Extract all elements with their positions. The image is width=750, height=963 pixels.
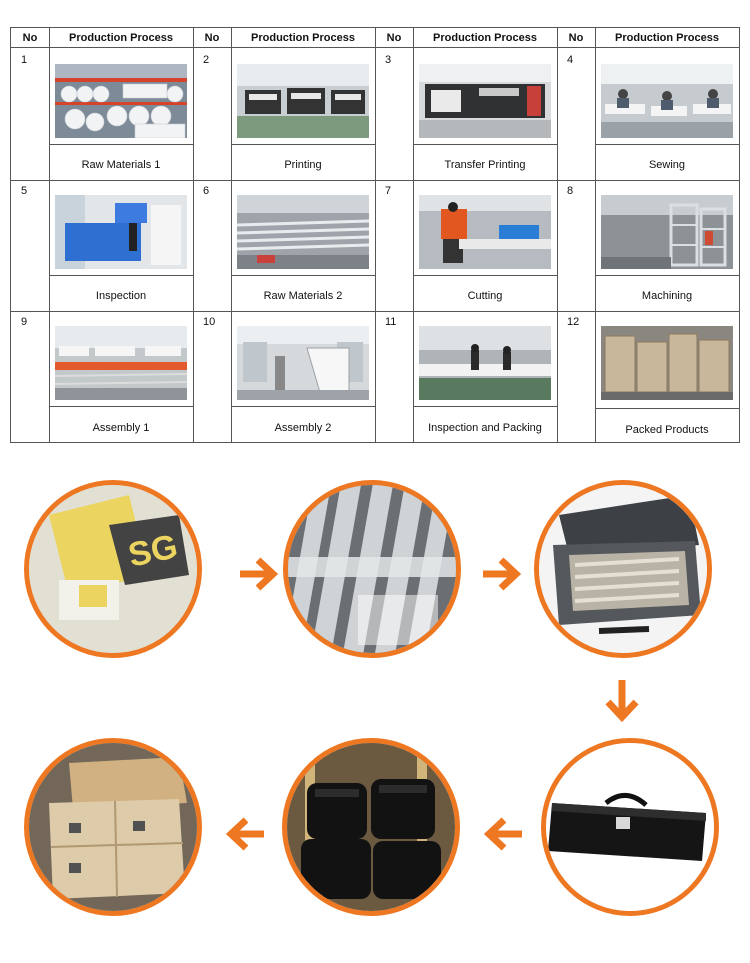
- caption: Raw Materials 2: [263, 290, 343, 302]
- grid-line: [413, 28, 414, 442]
- header-production-process: Production Process: [413, 28, 557, 48]
- photo-sewing: [601, 64, 733, 138]
- header-no: No: [193, 28, 231, 48]
- caption: Inspection: [95, 290, 147, 302]
- header-production-process: Production Process: [231, 28, 375, 48]
- grid-line: [595, 28, 596, 442]
- header-production-process: Production Process: [595, 28, 739, 48]
- caption-divider: [231, 144, 375, 145]
- header-production-process: Production Process: [49, 28, 193, 48]
- grid-line: [11, 311, 739, 312]
- arrow-right-icon: [240, 557, 278, 591]
- caption-divider: [49, 275, 193, 276]
- packing-step-frame-in-open-carry-bag: [534, 480, 712, 658]
- row-number: 10: [203, 316, 216, 328]
- header-no: No: [557, 28, 595, 48]
- photo-packed-products: [601, 326, 733, 400]
- grid-line: [231, 28, 232, 442]
- production-process-table: No Production Process No Production Proc…: [10, 27, 740, 443]
- photo-cutting: [419, 195, 551, 269]
- arrow-right-icon: [483, 557, 521, 591]
- caption-divider: [413, 406, 557, 407]
- row-number: 12: [567, 316, 580, 328]
- row-number: 9: [21, 316, 28, 328]
- caption: Cutting: [467, 290, 503, 302]
- caption-divider: [49, 406, 193, 407]
- row-number: 5: [21, 185, 28, 197]
- grid-line: [375, 28, 376, 442]
- grid-line: [193, 28, 194, 442]
- caption-divider: [49, 144, 193, 145]
- header-no: No: [375, 28, 413, 48]
- arrow-left-icon: [484, 817, 522, 851]
- grid-line: [11, 180, 739, 181]
- caption-divider: [595, 275, 739, 276]
- photo-machining: [601, 195, 733, 269]
- caption-divider: [413, 275, 557, 276]
- row-number: 4: [567, 54, 574, 66]
- caption: Printing: [284, 159, 322, 171]
- caption: Assembly 2: [274, 422, 332, 434]
- caption: Transfer Printing: [444, 159, 526, 171]
- photo-assembly-2: [237, 326, 369, 400]
- arrow-left-icon: [226, 817, 264, 851]
- photo-transfer-printing: [419, 64, 551, 138]
- caption: Sewing: [648, 159, 686, 171]
- packing-step-cartons-on-pallet: [24, 738, 202, 916]
- caption-divider: [595, 408, 739, 409]
- row-number: 1: [21, 54, 28, 66]
- packing-step-printed-fabric-in-bag: SG: [24, 480, 202, 658]
- photo-inspection: [55, 195, 187, 269]
- photo-raw-materials-1: [55, 64, 187, 138]
- packing-step-bags-in-crate: [282, 738, 460, 916]
- caption-divider: [231, 275, 375, 276]
- caption: Packed Products: [625, 424, 709, 436]
- caption-divider: [413, 144, 557, 145]
- photo-inspection-and-packing: [419, 326, 551, 400]
- header-no: No: [11, 28, 49, 48]
- grid-line: [557, 28, 558, 442]
- caption-divider: [595, 144, 739, 145]
- row-number: 11: [385, 316, 397, 328]
- packing-step-closed-carry-bag: [541, 738, 719, 916]
- caption: Inspection and Packing: [428, 422, 542, 434]
- arrow-down-icon: [605, 680, 639, 722]
- caption-divider: [231, 406, 375, 407]
- row-number: 2: [203, 54, 210, 66]
- caption: Raw Materials 1: [81, 159, 161, 171]
- row-number: 3: [385, 54, 392, 66]
- photo-raw-materials-2: [237, 195, 369, 269]
- grid-line: [49, 28, 50, 442]
- photo-assembly-1: [55, 326, 187, 400]
- photo-printing: [237, 64, 369, 138]
- packing-step-aluminum-poles-wrapped: [283, 480, 461, 658]
- row-number: 6: [203, 185, 210, 197]
- row-number: 7: [385, 185, 392, 197]
- caption: Machining: [641, 290, 693, 302]
- caption: Assembly 1: [92, 422, 150, 434]
- row-number: 8: [567, 185, 574, 197]
